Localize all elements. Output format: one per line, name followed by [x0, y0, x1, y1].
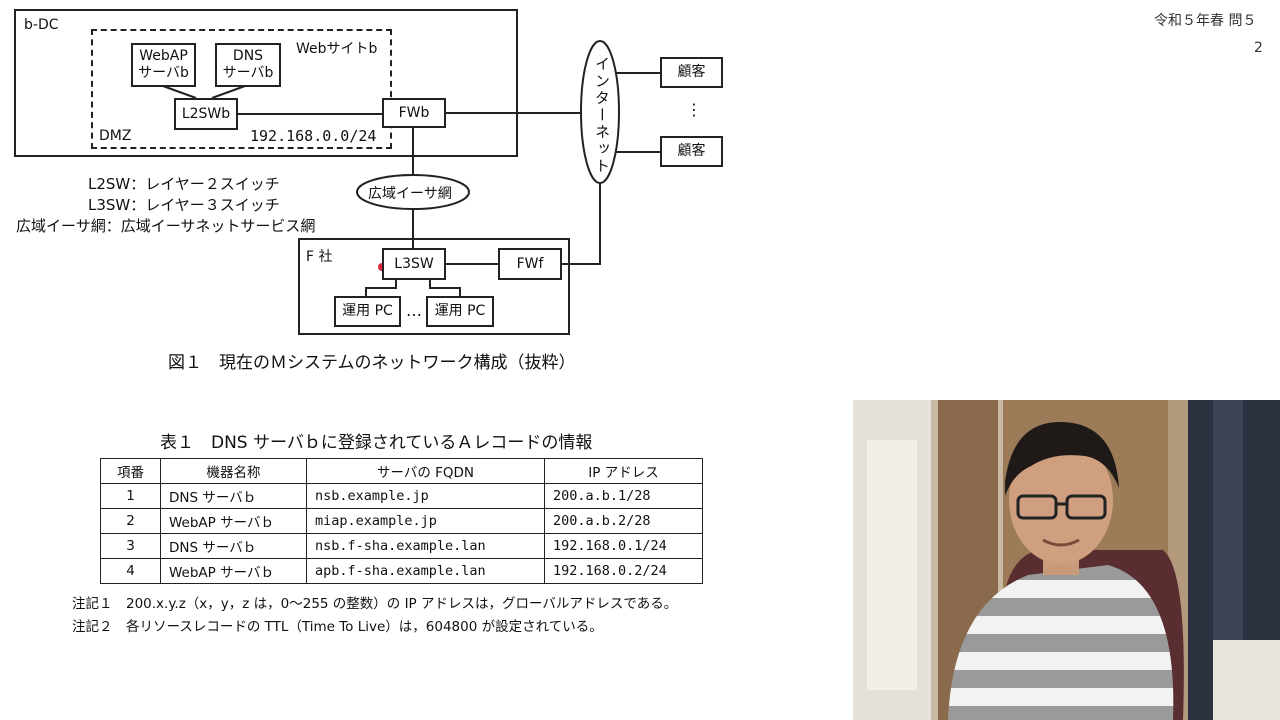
table-caption: 表１ DNS サーバｂに登録されているＡレコードの情報 — [160, 433, 593, 453]
a-record-table: 項番 機器名称 サーバの FQDN IP アドレス 1 DNS サーバｂ nsb… — [100, 458, 703, 584]
figure-caption: 図１ 現在のＭシステムのネットワーク構成（抜粋） — [168, 353, 576, 373]
table-cell: 192.168.0.1/24 — [544, 533, 703, 559]
table-cell: 192.168.0.2/24 — [544, 558, 703, 584]
fwb-node: FWb — [382, 98, 446, 128]
table-cell: DNS サーバｂ — [160, 483, 307, 509]
table-cell: miap.example.jp — [306, 508, 545, 534]
page-number: 2 — [1254, 40, 1263, 56]
table-header-cell: 機器名称 — [160, 458, 307, 484]
table-row: 1 DNS サーバｂ nsb.example.jp 200.a.b.1/28 — [100, 483, 703, 509]
b-dc-frame — [14, 9, 518, 157]
table-header-cell: サーバの FQDN — [306, 458, 545, 484]
webap-server-node: WebAP サーバb — [131, 43, 196, 87]
company-f-frame — [298, 238, 570, 335]
table-cell: 3 — [100, 533, 161, 559]
pc-ellipsis: … — [406, 301, 422, 320]
legend-l3sw: L3SW：レイヤー３スイッチ — [88, 196, 280, 214]
table-row: 4 WebAP サーバｂ apb.f-sha.example.lan 192.1… — [100, 558, 703, 584]
line-internet-fwf — [562, 182, 601, 265]
line-dns-l2sw — [211, 85, 246, 99]
fwf-node: FWf — [498, 248, 562, 280]
table-cell: nsb.example.jp — [306, 483, 545, 509]
table-cell: 200.a.b.1/28 — [544, 483, 703, 509]
note-1: 注記１ 200.x.y.z（x，y，z は，0〜255 の整数）の IP アドレ… — [72, 596, 678, 612]
ops-pc-node-1: 運用 PC — [334, 296, 401, 327]
legend-l2sw: L2SW：レイヤー２スイッチ — [88, 175, 280, 193]
table-cell: WebAP サーバｂ — [160, 508, 307, 534]
table-cell: nsb.f-sha.example.lan — [306, 533, 545, 559]
table-cell: apb.f-sha.example.lan — [306, 558, 545, 584]
presenter-image — [853, 400, 1280, 720]
internet-label: インターネット — [593, 56, 611, 175]
company-f-label: F 社 — [306, 249, 333, 265]
table-header-cell: 項番 — [100, 458, 161, 484]
dns-server-node: DNS サーバb — [215, 43, 281, 87]
line-webap-l2sw — [162, 85, 197, 99]
table-cell: 4 — [100, 558, 161, 584]
b-dc-label: b-DC — [24, 17, 59, 33]
connection-lines — [162, 40, 660, 296]
table-header-cell: IP アドレス — [544, 458, 703, 484]
table-row: 3 DNS サーバｂ nsb.f-sha.example.lan 192.168… — [100, 533, 703, 559]
dmz-frame — [91, 29, 392, 149]
table-row: 2 WebAP サーバｂ miap.example.jp 200.a.b.2/2… — [100, 508, 703, 534]
table-header-row: 項番 機器名称 サーバの FQDN IP アドレス — [100, 458, 703, 484]
line-l3sw-pc1 — [365, 280, 397, 296]
exam-label: 令和５年春 問５ — [1154, 13, 1257, 29]
wan-cloud — [356, 174, 470, 210]
customer-node-2: 顧客 — [660, 136, 723, 167]
customer-node-1: 顧客 — [660, 57, 723, 88]
table-cell: WebAP サーバｂ — [160, 558, 307, 584]
table-cell: 2 — [100, 508, 161, 534]
wan-label: 広域イーサ網 — [368, 186, 452, 202]
dmz-label: DMZ — [99, 128, 132, 144]
webcam-video — [853, 400, 1280, 720]
ops-pc-node-2: 運用 PC — [426, 296, 494, 327]
internet-cloud — [580, 40, 620, 184]
customer-ellipsis: ⋮ — [686, 100, 702, 119]
legend-wan: 広域イーサ網：広域イーサネットサービス網 — [16, 217, 316, 235]
website-label: Webサイトb — [296, 41, 378, 57]
note-2: 注記２ 各リソースレコードの TTL（Time To Live）は，604800… — [72, 619, 603, 635]
table-cell: DNS サーバｂ — [160, 533, 307, 559]
table-cell: 1 — [100, 483, 161, 509]
table-cell: 200.a.b.2/28 — [544, 508, 703, 534]
line-l3sw-pc2 — [429, 280, 461, 296]
l3sw-node: L3SW — [382, 248, 446, 280]
l2sw-node: L2SWb — [174, 98, 238, 130]
subnet-label: 192.168.0.0/24 — [250, 127, 377, 145]
